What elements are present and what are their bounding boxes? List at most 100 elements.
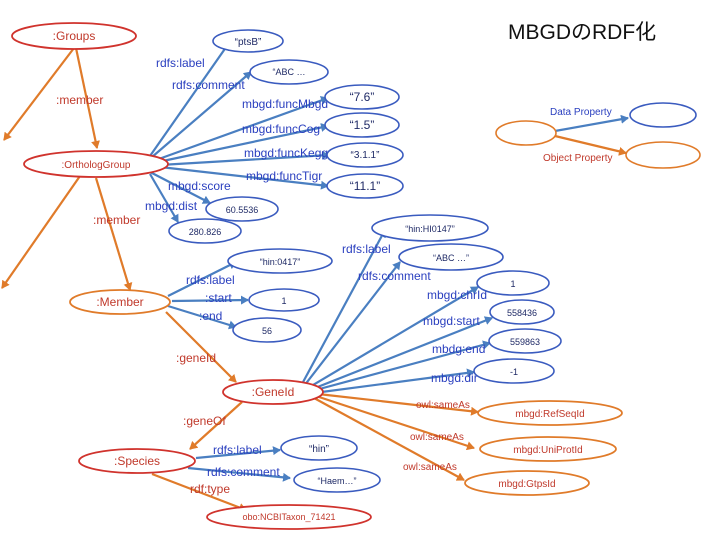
edge-og-member bbox=[94, 177, 133, 291]
svg-text:“11.1”: “11.1” bbox=[350, 179, 380, 193]
edge-g-dir bbox=[313, 368, 475, 395]
label-g-comment: rdfs:comment bbox=[358, 269, 431, 283]
svg-text:558436: 558436 bbox=[507, 308, 537, 318]
edge-og-comment bbox=[151, 71, 252, 158]
label-gene-of: :geneOf bbox=[183, 414, 226, 428]
legend-object-target bbox=[625, 141, 701, 169]
node-score: 60.5536 bbox=[205, 196, 279, 222]
svg-text::GeneId: :GeneId bbox=[252, 385, 295, 399]
svg-text:-1: -1 bbox=[510, 367, 518, 377]
label-func-kegg: mbgd:funcKegg bbox=[244, 146, 328, 160]
edge-m-end bbox=[167, 304, 237, 330]
edge-og-offscreen bbox=[1, 175, 81, 289]
edge-gene-of bbox=[189, 401, 243, 450]
label-g-chr: mbgd:chrId bbox=[427, 288, 487, 302]
node-abc-2: “ABC …” bbox=[398, 243, 504, 271]
label-same-as-3: owl:sameAs bbox=[403, 462, 457, 473]
edge-g-end bbox=[311, 340, 491, 393]
node-pts-b: “ptsB” bbox=[212, 29, 284, 53]
svg-text:“1.5”: “1.5” bbox=[350, 118, 375, 132]
svg-text:mbgd:UniProtId: mbgd:UniProtId bbox=[513, 445, 582, 456]
label-s-comment: rdfs:comment bbox=[207, 465, 280, 479]
node-func-kegg: “3.1.1” bbox=[326, 142, 404, 168]
edge-g-start bbox=[309, 316, 493, 392]
edge-func-mbgd bbox=[155, 96, 329, 162]
edges bbox=[1, 42, 629, 512]
label-same-as-2: owl:sameAs bbox=[410, 432, 464, 443]
edge-s-type bbox=[151, 472, 247, 512]
edge-g-label bbox=[301, 229, 386, 385]
label-same-as-1: owl:sameAs bbox=[416, 400, 470, 411]
legend-object-label: Object Property bbox=[543, 153, 612, 164]
edge-groups-member bbox=[74, 47, 100, 149]
label-m-end: :end bbox=[199, 309, 222, 323]
edge-s-comment bbox=[187, 466, 291, 482]
node-gene-dir: -1 bbox=[473, 358, 555, 384]
node-gene-id: :GeneId bbox=[222, 379, 324, 405]
svg-text:mbgd:RefSeqId: mbgd:RefSeqId bbox=[515, 409, 585, 420]
label-m-label: rdfs:label bbox=[186, 273, 235, 287]
label-groups-member: :member bbox=[56, 93, 103, 107]
label-og-member: :member bbox=[93, 213, 140, 227]
legend-data-arrow bbox=[554, 114, 629, 133]
edge-func-tigr bbox=[159, 165, 329, 190]
legend-object-source bbox=[495, 120, 557, 146]
label-func-tigr: mbgd:funcTigr bbox=[246, 169, 322, 183]
node-haem: “Haem…” bbox=[293, 467, 381, 493]
edge-func-cog bbox=[157, 123, 329, 164]
label-func-cog: mbgd:funcCog bbox=[242, 122, 320, 136]
label-dist: mbgd:dist bbox=[145, 199, 198, 213]
node-func-mbgd: “7.6” bbox=[324, 84, 400, 110]
svg-text:1: 1 bbox=[510, 279, 515, 289]
edge-og-label bbox=[149, 42, 230, 157]
edge-g-chr bbox=[307, 286, 479, 389]
node-gene-start: 558436 bbox=[489, 299, 555, 325]
label-g-dir: mbgd:dir bbox=[431, 371, 478, 385]
svg-text:“ptsB”: “ptsB” bbox=[235, 37, 262, 48]
edge-s-label bbox=[195, 446, 281, 460]
node-ortholog-group: :OrthologGroup bbox=[23, 150, 169, 178]
label-m-start: :start bbox=[205, 291, 232, 305]
node-dist: 280.826 bbox=[168, 218, 242, 244]
node-func-tigr: “11.1” bbox=[326, 173, 404, 199]
node-hin-0417: “hin:0417” bbox=[227, 248, 333, 274]
node-hin-label: “hin” bbox=[280, 435, 358, 461]
node-groups: :Groups bbox=[11, 22, 137, 50]
svg-text:“hin:0417”: “hin:0417” bbox=[260, 257, 301, 267]
edge-dist bbox=[149, 173, 179, 223]
node-chr-id: 1 bbox=[476, 270, 550, 296]
label-g-label: rdfs:label bbox=[342, 242, 391, 256]
legend-data-label: Data Property bbox=[550, 107, 612, 118]
svg-text:559863: 559863 bbox=[510, 337, 540, 347]
label-score: mbgd:score bbox=[168, 179, 231, 193]
node-start-val: 1 bbox=[248, 288, 320, 312]
node-refseq: mbgd:RefSeqId bbox=[477, 400, 623, 426]
edge-func-kegg bbox=[159, 150, 330, 167]
edge-m-start bbox=[171, 295, 249, 305]
node-gtps: mbgd:GtpsId bbox=[464, 470, 590, 496]
svg-text::Groups: :Groups bbox=[53, 29, 96, 43]
node-member: :Member bbox=[69, 289, 171, 315]
legend-data-target bbox=[629, 102, 697, 128]
svg-text:“3.1.1”: “3.1.1” bbox=[351, 150, 380, 161]
svg-text:“ABC …: “ABC … bbox=[272, 67, 305, 77]
diagram-title: MBGDのRDF化 bbox=[508, 21, 656, 44]
node-hin-hi0147: “hin:HI0147” bbox=[371, 214, 489, 242]
svg-text::Species: :Species bbox=[114, 454, 160, 468]
svg-text:mbgd:GtpsId: mbgd:GtpsId bbox=[498, 479, 555, 490]
node-ncbi-taxon: obo:NCBITaxon_71421 bbox=[206, 504, 372, 530]
edge-g-comment bbox=[303, 261, 401, 387]
label-og-comment: rdfs:comment bbox=[172, 78, 245, 92]
node-abc-1: “ABC … bbox=[249, 59, 329, 85]
label-s-type: rdf:type bbox=[190, 482, 230, 496]
label-g-end: mbdg:end bbox=[432, 342, 485, 356]
node-uniprot: mbgd:UniProtId bbox=[479, 436, 617, 462]
legend-object-arrow bbox=[554, 134, 627, 156]
svg-text:“Haem…”: “Haem…” bbox=[317, 476, 356, 486]
edge-labels: :member rdfs:label rdfs:comment mbgd:fun… bbox=[56, 56, 612, 496]
svg-text:280.826: 280.826 bbox=[189, 227, 222, 237]
edge-same-as-2 bbox=[315, 394, 475, 451]
node-species: :Species bbox=[78, 448, 196, 474]
label-gene-id: :geneId bbox=[176, 351, 216, 365]
node-gene-end: 559863 bbox=[488, 328, 562, 354]
